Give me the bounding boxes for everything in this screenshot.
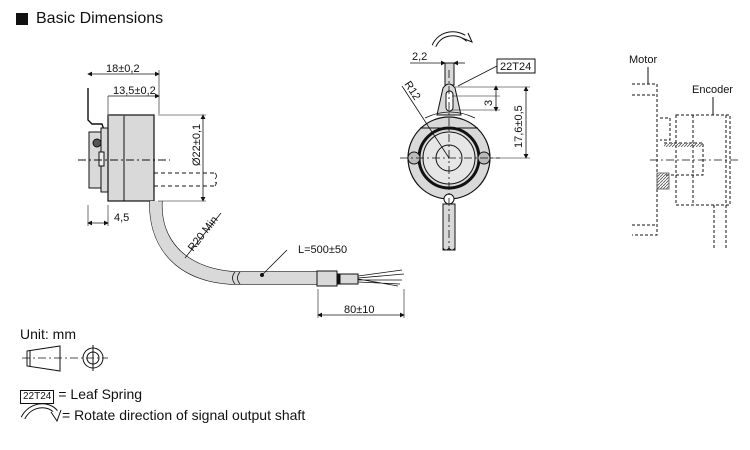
dim-radius: R12 bbox=[401, 79, 422, 102]
section-title: Basic Dimensions bbox=[16, 10, 163, 28]
unit-label: Unit: mm bbox=[20, 326, 76, 342]
dim-overall-width: 18±0,2 bbox=[106, 63, 140, 75]
bullet-square-icon bbox=[16, 13, 28, 25]
section-title-text: Basic Dimensions bbox=[36, 10, 164, 27]
label-motor: Motor bbox=[629, 54, 657, 66]
dim-strip-length: 80±10 bbox=[344, 304, 375, 316]
label-encoder: Encoder bbox=[692, 84, 733, 96]
front-view bbox=[400, 31, 536, 251]
dim-body-width: 13,5±0,2 bbox=[113, 85, 156, 97]
legend-leaf-spring-text: = Leaf Spring bbox=[58, 386, 143, 402]
dim-cable-length: L=500±50 bbox=[298, 244, 347, 256]
dim-flange: 4,5 bbox=[114, 212, 129, 224]
rotate-direction-icon bbox=[20, 403, 62, 423]
projection-symbol-icon bbox=[22, 345, 108, 372]
side-view bbox=[78, 70, 405, 318]
legend-leaf-spring: 22T24= Leaf Spring bbox=[20, 386, 142, 404]
dim-slot: 3 bbox=[483, 100, 495, 106]
legend-rotate: = Rotate direction of signal output shaf… bbox=[62, 407, 306, 423]
dim-height: 17,6±0,5 bbox=[513, 105, 525, 148]
leaf-spring-code: 22T24 bbox=[500, 61, 531, 73]
mount-view bbox=[632, 83, 731, 250]
leaf-spring-code-box: 22T24 bbox=[20, 390, 55, 404]
dim-bend-radius: R20 Min bbox=[186, 214, 221, 254]
dim-diameter: Ø22±0,1 bbox=[191, 124, 203, 166]
dim-shaft-width: 2,2 bbox=[412, 51, 427, 63]
